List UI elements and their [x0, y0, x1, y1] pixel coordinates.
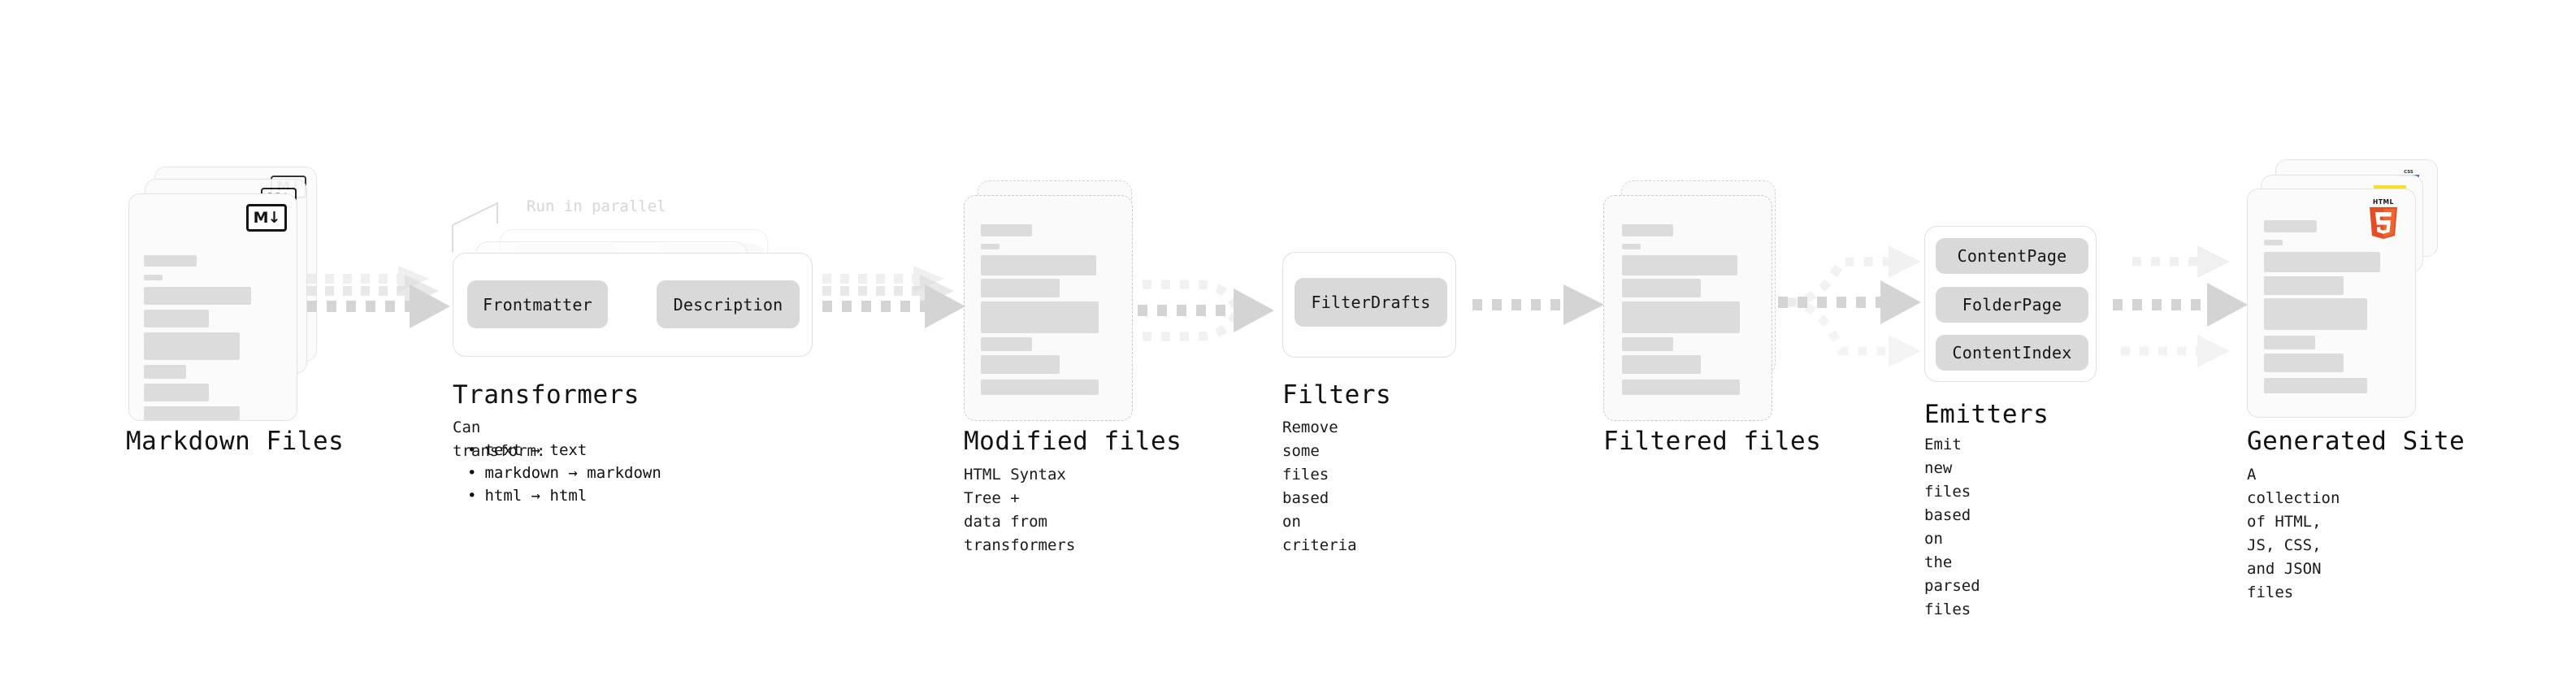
- skeleton-line: [981, 355, 1060, 374]
- transformer-layer-front: Frontmatter Description: [453, 253, 813, 357]
- skeleton-line: [981, 380, 1099, 395]
- markdown-card-front: M↓: [128, 193, 297, 421]
- stage-desc-generated-site: A collection of HTML, JS, CSS, and JSON …: [2247, 466, 2340, 601]
- html5-icon: HTML: [2370, 198, 2397, 239]
- skeleton-line: [2264, 378, 2367, 393]
- transformers-capability-list: text → text markdown → markdown html → h…: [453, 439, 661, 507]
- skeleton-line: [144, 287, 251, 305]
- conn-modified-to-filters: [1138, 280, 1274, 341]
- emitter-chip-contentindex[interactable]: ContentIndex: [1936, 335, 2088, 371]
- stage-desc-emitters: Emit new files based on the parsed files: [1924, 436, 1980, 618]
- stage-title-transformers: Transformers: [453, 380, 640, 410]
- stage-title-filtered-files: Filtered files: [1603, 427, 1822, 456]
- transformer-chip-description[interactable]: Description: [657, 280, 800, 328]
- skeleton-line: [144, 310, 209, 327]
- skeleton-line: [2264, 252, 2380, 272]
- skeleton-line: [981, 244, 1000, 249]
- stage-title-generated-site: Generated Site: [2247, 427, 2465, 456]
- transformer-chip-frontmatter[interactable]: Frontmatter: [467, 280, 608, 328]
- skeleton-line: [2264, 220, 2317, 232]
- filter-chip-filterdrafts[interactable]: FilterDrafts: [1295, 278, 1447, 327]
- skeleton-line: [2264, 336, 2315, 349]
- skeleton-line: [144, 332, 240, 360]
- skeleton-line: [981, 337, 1032, 351]
- skeleton-line: [981, 255, 1096, 275]
- skeleton-line: [2264, 298, 2367, 330]
- filters-box: FilterDrafts: [1282, 252, 1456, 358]
- skeleton-line: [144, 365, 186, 379]
- skeleton-line: [144, 255, 197, 267]
- stage-title-filters: Filters: [1282, 380, 1392, 410]
- emitter-chip-folderpage[interactable]: FolderPage: [1936, 287, 2088, 323]
- transformers-capability-item: markdown → markdown: [467, 462, 661, 484]
- skeleton-line: [1622, 337, 1673, 351]
- skeleton-line: [981, 301, 1099, 333]
- skeleton-line: [981, 224, 1032, 236]
- skeleton-line: [2264, 354, 2344, 372]
- skeleton-line: [1622, 355, 1701, 374]
- run-in-parallel-label: Run in parallel: [527, 197, 666, 215]
- filtered-card-front: [1603, 195, 1772, 421]
- svg-text:CSS: CSS: [2404, 170, 2413, 175]
- skeleton-line: [1622, 244, 1641, 249]
- skeleton-line: [1622, 380, 1740, 395]
- stage-desc-filters: Remove some files based on criteria: [1282, 419, 1357, 554]
- stage-desc-modified-files: HTML Syntax Tree + data from transformer…: [964, 466, 1076, 554]
- skeleton-line: [981, 279, 1060, 297]
- skeleton-line: [2264, 240, 2283, 245]
- markdown-badge: M↓: [246, 204, 287, 232]
- skeleton-line: [1622, 255, 1737, 275]
- skeleton-line: [144, 384, 209, 401]
- conn-transformers-to-modified: [822, 266, 965, 328]
- stage-title-modified-files: Modified files: [964, 427, 1182, 456]
- transformers-capability-item: html → html: [467, 484, 661, 507]
- skeleton-line: [144, 275, 163, 280]
- skeleton-line: [1622, 224, 1673, 236]
- modified-card-front: [964, 195, 1133, 421]
- skeleton-line: [144, 406, 240, 420]
- conn-markdown-to-transformers: [307, 266, 450, 328]
- run-in-parallel-bracket: [452, 202, 498, 252]
- stage-title-emitters: Emitters: [1924, 400, 2049, 429]
- generated-card-html: HTML: [2247, 189, 2416, 418]
- skeleton-line: [1622, 301, 1740, 333]
- stage-title-markdown-files: Markdown Files: [126, 427, 345, 456]
- svg-text:HTML: HTML: [2373, 198, 2394, 206]
- emitters-box: ContentPage FolderPage ContentIndex: [1924, 226, 2097, 382]
- conn-filtered-to-emitters: [1778, 245, 1921, 367]
- transformers-capability-item: text → text: [467, 439, 661, 462]
- conn-filters-to-filtered: [1472, 284, 1604, 325]
- conn-emitters-to-site: [2113, 245, 2248, 367]
- skeleton-line: [2264, 276, 2344, 295]
- emitter-chip-contentpage[interactable]: ContentPage: [1936, 238, 2088, 274]
- skeleton-line: [1622, 279, 1701, 297]
